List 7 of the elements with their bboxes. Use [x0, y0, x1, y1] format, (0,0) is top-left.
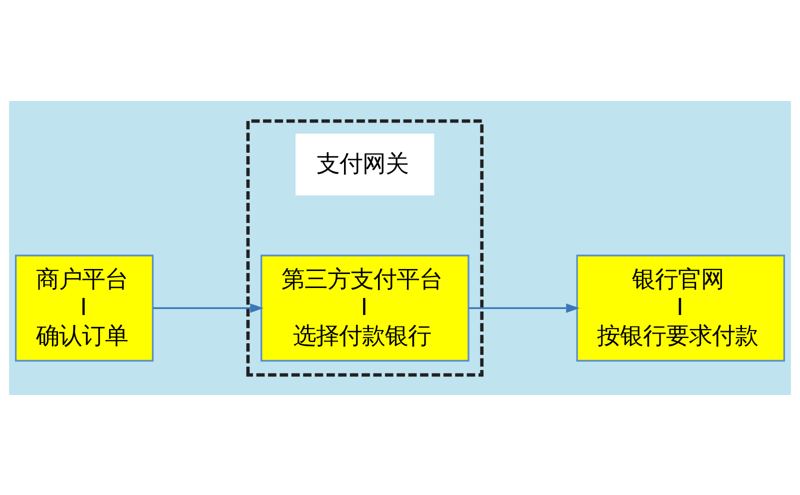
node-box: 第三方支付平台 I 选择付款银行 — [260, 254, 470, 362]
arrow — [468, 302, 580, 312]
node-box: 银行官网 I 按银行要求付款 — [576, 254, 786, 362]
arrow — [153, 302, 264, 312]
node-box: 支付网关 — [296, 133, 434, 195]
node-box: 商户平台 I 确认订单 — [14, 254, 154, 362]
cluster — [246, 118, 484, 376]
